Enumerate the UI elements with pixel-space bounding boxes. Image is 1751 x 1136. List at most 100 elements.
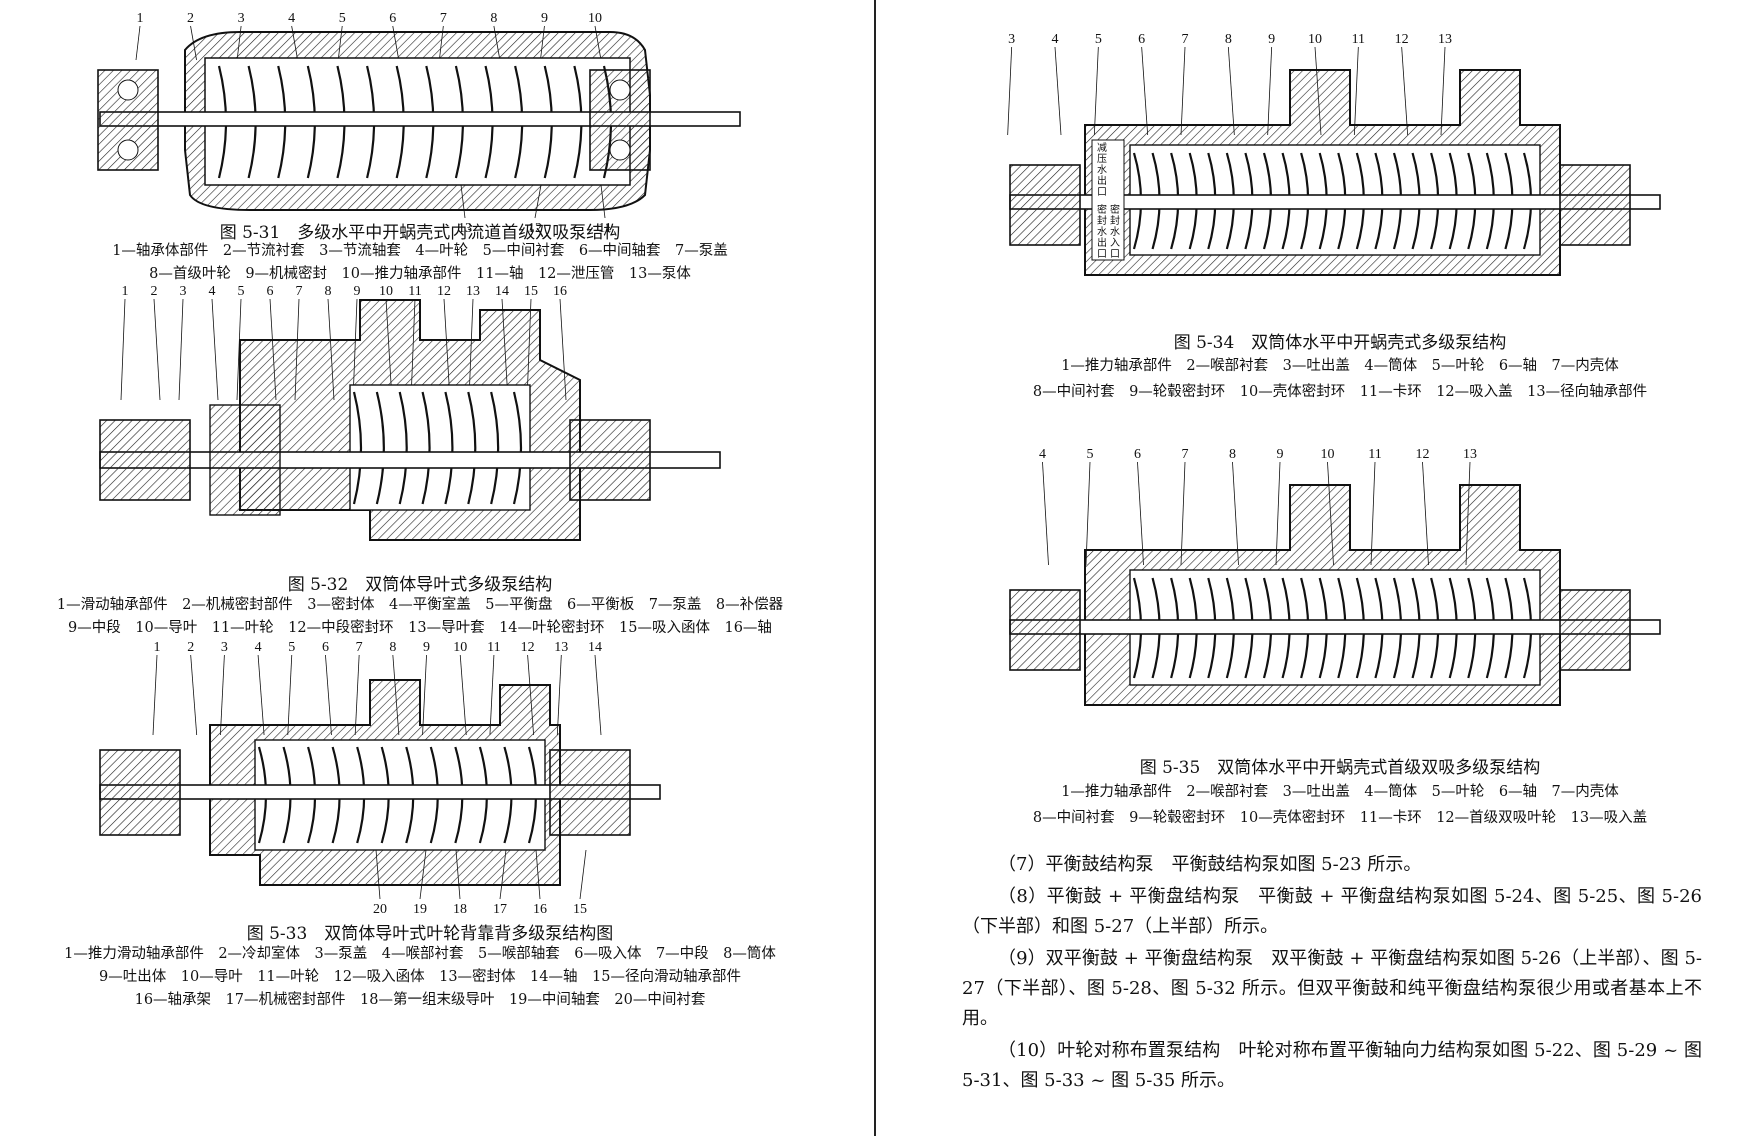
fig32-callout-7: 7 <box>296 284 303 299</box>
fig32-callout-leader-2 <box>153 298 161 401</box>
fig32-callout-3: 3 <box>180 284 187 299</box>
figure-5-31-legend-line-2: 8—首级叶轮 9—机械密封 10—推力轴承部件 11—轴 12—泄压管 13—泵… <box>149 266 691 282</box>
fig33-callout-b-17: 17 <box>493 902 507 917</box>
fig34-callout-13: 13 <box>1438 32 1452 47</box>
fig35-callout-4: 4 <box>1039 447 1046 462</box>
fig34-callout-7: 7 <box>1182 32 1189 47</box>
fig34-callout-6: 6 <box>1138 32 1145 47</box>
fig34-callout-9: 9 <box>1268 32 1275 47</box>
fig32-callout-5: 5 <box>238 284 245 299</box>
fig33-callout-b-leader-15 <box>579 849 587 900</box>
figure-5-32-legend-line-1: 1—滑动轴承部件 2—机械密封部件 3—密封体 4—平衡室盖 5—平衡盘 6—平… <box>56 597 784 613</box>
fig34-callout-10: 10 <box>1308 32 1322 47</box>
figure-5-34-caption: 图 5-34 双筒体水平中开蜗壳式多级泵结构 <box>1173 333 1507 353</box>
figure-5-35-caption: 图 5-35 双筒体水平中开蜗壳式首级双吸多级泵结构 <box>1139 758 1541 778</box>
fig34-callout-8: 8 <box>1225 32 1232 47</box>
fig31-callout-10: 10 <box>588 11 602 26</box>
fig33-callout-leader-7 <box>354 654 360 736</box>
fig33-callout-3: 3 <box>221 640 228 655</box>
fig34-callout-4: 4 <box>1052 32 1059 47</box>
fig33-callout-leader-10 <box>459 654 467 736</box>
fig33-callout-2: 2 <box>187 640 194 655</box>
fig32-impeller-6 <box>467 391 477 505</box>
fig34-inner-label-3: 密封水入口 <box>1110 205 1120 260</box>
fig31-callout-7: 7 <box>440 11 447 26</box>
fig32-callout-14: 14 <box>495 284 509 299</box>
fig34-callout-leader-11 <box>1353 46 1359 136</box>
fig35-callout-12: 12 <box>1416 447 1430 462</box>
paragraph-8: （8）平衡鼓 + 平衡盘结构泵 平衡鼓 + 平衡盘结构泵如图 5-24、图 5-… <box>962 886 1702 937</box>
fig32-impeller-2 <box>375 391 385 505</box>
fig35-callout-8: 8 <box>1229 447 1236 462</box>
fig33-callout-b-15: 15 <box>573 902 587 917</box>
fig33-callout-11: 11 <box>487 640 500 655</box>
fig32-callout-16: 16 <box>553 284 567 299</box>
fig35-callout-9: 9 <box>1277 447 1284 462</box>
fig34-callout-leader-13 <box>1440 46 1446 136</box>
fig35-callout-5: 5 <box>1087 447 1094 462</box>
fig34-callout-leader-12 <box>1401 46 1409 136</box>
fig34-callout-leader-7 <box>1180 46 1186 136</box>
paragraph-9: （9）双平衡鼓 + 平衡盘结构泵 双平衡鼓 + 平衡盘结构泵如图 5-26（上半… <box>962 948 1702 1029</box>
figure-5-32-caption: 图 5-32 双筒体导叶式多级泵结构 <box>287 575 553 595</box>
fig31-callout-2: 2 <box>187 11 194 26</box>
paragraph-10: （10）叶轮对称布置泵结构 叶轮对称布置平衡轴向力结构泵如图 5-22、图 5-… <box>962 1040 1702 1091</box>
fig34-callout-leader-5 <box>1093 46 1099 136</box>
fig32-callout-4: 4 <box>209 284 216 299</box>
fig34-inner-label-2: 密封水出口 <box>1097 205 1107 260</box>
fig34-callout-leader-4 <box>1054 46 1062 136</box>
fig32-callout-6: 6 <box>267 284 274 299</box>
fig34-callout-leader-8 <box>1227 46 1235 136</box>
figure-5-35-legend-line-1: 1—推力轴承部件 2—喉部衬套 3—吐出盖 4—筒体 5—叶轮 6—轴 7—内壳… <box>1061 784 1619 800</box>
fig32-impeller-4 <box>421 391 431 505</box>
fig32-callout-8: 8 <box>325 284 332 299</box>
fig33-callout-13: 13 <box>554 640 568 655</box>
fig33-callout-leader-6 <box>325 654 332 736</box>
fig33-callout-8: 8 <box>389 640 396 655</box>
fig35-callout-leader-11 <box>1370 461 1376 566</box>
paragraph-7: （7）平衡鼓结构泵 平衡鼓结构泵如图 5-23 所示。 <box>998 854 1422 875</box>
fig32-callout-9: 9 <box>354 284 361 299</box>
fig31-callout-9: 9 <box>541 11 548 26</box>
fig32-callout-leader-1 <box>120 298 126 401</box>
fig32-impeller-3 <box>398 391 408 505</box>
figure-5-33-caption: 图 5-33 双筒体导叶式叶轮背靠背多级泵结构图 <box>246 924 614 944</box>
fig33-callout-leader-14 <box>594 654 602 736</box>
figure-5-35-legend-line-2: 8—中间衬套 9—轮毂密封环 10—壳体密封环 11—卡环 12—首级双吸叶轮 … <box>1032 810 1648 826</box>
fig35-callout-leader-9 <box>1275 461 1281 566</box>
fig33-callout-1: 1 <box>154 640 161 655</box>
fig35-callout-leader-12 <box>1422 461 1429 566</box>
fig32-impeller-8 <box>512 391 523 505</box>
fig35-callout-6: 6 <box>1134 447 1141 462</box>
fig33-callout-b-16: 16 <box>533 902 547 917</box>
fig31-callout-b-13: 13 <box>458 221 472 236</box>
fig34-callout-12: 12 <box>1395 32 1409 47</box>
fig33-callout-leader-5 <box>287 654 293 736</box>
fig32-callout-11: 11 <box>408 284 421 299</box>
fig34-callout-11: 11 <box>1352 32 1365 47</box>
fig33-callout-9: 9 <box>423 640 430 655</box>
fig33-callout-5: 5 <box>288 640 295 655</box>
fig32-callout-leader-4 <box>211 298 219 401</box>
fig32-callout-13: 13 <box>466 284 480 299</box>
fig31-callout-b-11: 11 <box>598 221 611 236</box>
fig33-callout-4: 4 <box>255 640 262 655</box>
fig31-callout-b-12: 12 <box>528 221 542 236</box>
fig34-callout-leader-9 <box>1267 46 1273 136</box>
fig31-callout-4: 4 <box>288 11 295 26</box>
fig32-callout-2: 2 <box>151 284 158 299</box>
figure-5-31-legend-line-1: 1—轴承体部件 2—节流衬套 3—节流轴套 4—叶轮 5—中间衬套 6—中间轴套… <box>112 243 728 259</box>
fig32-callout-leader-3 <box>178 298 184 401</box>
figure-5-33-legend-line-1: 1—推力滑动轴承部件 2—冷却室体 3—泵盖 4—喉部衬套 5—喉部轴套 6—吸… <box>64 946 776 962</box>
fig33-callout-b-18: 18 <box>453 902 467 917</box>
fig33-callout-leader-11 <box>489 654 495 736</box>
fig32-callout-10: 10 <box>379 284 393 299</box>
fig33-callout-6: 6 <box>322 640 329 655</box>
fig34-callout-3: 3 <box>1008 32 1015 47</box>
fig32-impeller-5 <box>444 391 454 505</box>
figure-5-34-legend-line-2: 8—中间衬套 9—轮毂密封环 10—壳体密封环 11—卡环 12—吸入盖 13—… <box>1032 384 1648 400</box>
fig35-callout-leader-5 <box>1085 461 1091 566</box>
